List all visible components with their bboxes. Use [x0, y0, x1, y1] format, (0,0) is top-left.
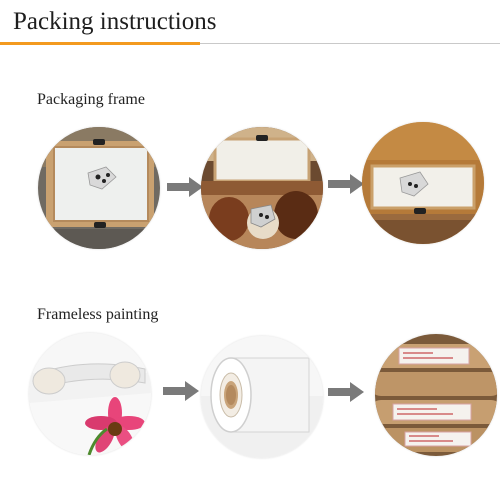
frameless-painting-step-3-image [375, 334, 497, 456]
arrow-right-icon [328, 382, 364, 402]
page-title: Packing instructions [13, 8, 217, 35]
arrow-right-icon [328, 174, 364, 194]
arrow-right-icon [167, 177, 203, 197]
section-label-packaging-frame: Packaging frame [37, 91, 145, 108]
packaging-frame-step-2-image [201, 127, 323, 249]
title-underline-accent [0, 42, 200, 45]
arrow-right-icon [163, 381, 199, 401]
section-label-frameless-painting: Frameless painting [37, 306, 159, 323]
frameless-painting-step-1-image [29, 333, 151, 455]
packaging-frame-step-3-image [362, 122, 484, 244]
frameless-painting-step-2-image [201, 336, 323, 458]
title-underline-divider [200, 43, 500, 44]
packaging-frame-step-1-image [38, 127, 160, 249]
